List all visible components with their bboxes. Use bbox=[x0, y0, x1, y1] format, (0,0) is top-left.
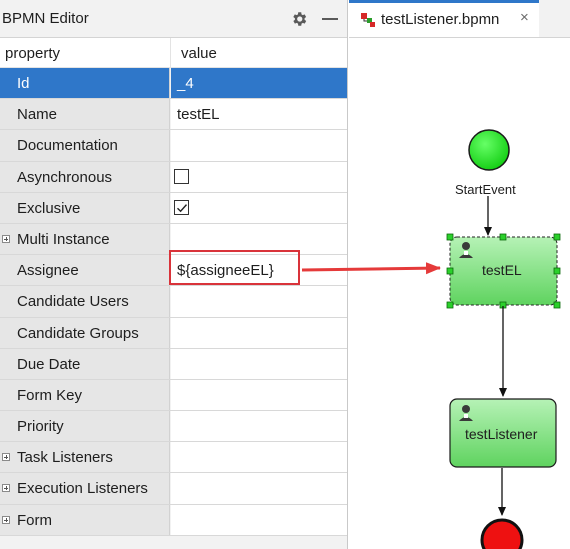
value-cell[interactable]: ${assigneeEL} bbox=[171, 255, 347, 286]
value-cell[interactable] bbox=[171, 286, 347, 317]
property-value: testEL bbox=[177, 106, 220, 124]
name-cell: Form bbox=[0, 504, 170, 535]
property-name: Assignee bbox=[17, 262, 79, 280]
property-name: Exclusive bbox=[17, 199, 81, 217]
name-cell: Form Key bbox=[0, 379, 170, 411]
name-cell: Candidate Groups bbox=[0, 317, 170, 348]
property-name: Documentation bbox=[17, 137, 118, 155]
value-cell[interactable] bbox=[171, 348, 347, 379]
expand-icon[interactable] bbox=[2, 453, 10, 462]
name-cell: Due Date bbox=[0, 348, 170, 379]
expand-icon[interactable] bbox=[2, 515, 10, 524]
value-cell bbox=[171, 192, 347, 223]
column-header-property: property bbox=[5, 45, 61, 62]
name-cell: Id bbox=[0, 68, 170, 99]
value-cell[interactable] bbox=[171, 504, 347, 535]
property-name: Candidate Users bbox=[17, 293, 129, 311]
value-cell[interactable]: testEL bbox=[171, 99, 347, 130]
value-cell[interactable] bbox=[171, 379, 347, 411]
start-event-label: StartEvent bbox=[455, 182, 516, 197]
name-cell: Name bbox=[0, 99, 170, 130]
property-name: Due Date bbox=[17, 355, 81, 373]
property-name: Multi Instance bbox=[17, 230, 110, 248]
task-label-testlistener: testListener bbox=[465, 426, 538, 442]
property-row-candidate-users[interactable]: Candidate Users bbox=[0, 286, 347, 318]
property-value: _4 bbox=[177, 75, 194, 92]
property-row-execution-listeners[interactable]: Execution Listeners bbox=[0, 473, 347, 505]
property-row-due-date[interactable]: Due Date bbox=[0, 348, 347, 380]
value-cell bbox=[171, 161, 347, 192]
name-cell: Asynchronous bbox=[0, 161, 170, 192]
property-row-id[interactable]: Id _4 bbox=[0, 68, 347, 100]
property-row-priority[interactable]: Priority bbox=[0, 411, 347, 443]
value-cell[interactable]: _4 bbox=[171, 68, 347, 99]
property-name: Task Listeners bbox=[17, 449, 113, 467]
name-cell: Candidate Users bbox=[0, 286, 170, 317]
value-cell[interactable] bbox=[171, 223, 347, 255]
close-icon[interactable]: × bbox=[520, 9, 529, 26]
value-cell[interactable] bbox=[171, 442, 347, 473]
tab-testlistener-bpmn[interactable]: testListener.bpmn × bbox=[349, 0, 539, 37]
value-cell[interactable] bbox=[171, 473, 347, 504]
property-name: Id bbox=[17, 75, 30, 92]
tab-label: testListener.bpmn bbox=[381, 11, 500, 28]
asynchronous-checkbox[interactable] bbox=[174, 168, 189, 184]
name-cell: Exclusive bbox=[0, 192, 170, 223]
value-cell[interactable] bbox=[171, 130, 347, 161]
property-row-documentation[interactable]: Documentation bbox=[0, 130, 347, 162]
property-row-exclusive[interactable]: Exclusive bbox=[0, 192, 347, 224]
expand-icon[interactable] bbox=[2, 484, 10, 493]
task-label-testel: testEL bbox=[482, 262, 522, 278]
table-header: property value bbox=[0, 38, 347, 68]
property-row-multi-instance[interactable]: Multi Instance bbox=[0, 223, 347, 256]
bpmn-file-icon bbox=[361, 13, 375, 27]
property-name: Form bbox=[17, 511, 52, 529]
panel-header: BPMN Editor bbox=[0, 0, 347, 38]
column-header-value: value bbox=[181, 45, 217, 62]
property-name: Execution Listeners bbox=[17, 480, 148, 498]
name-cell: Multi Instance bbox=[0, 223, 170, 255]
property-name: Form Key bbox=[17, 386, 83, 404]
value-cell[interactable] bbox=[171, 411, 347, 442]
properties-panel: BPMN Editor property value Id _4 Name te… bbox=[0, 0, 348, 549]
property-value: ${assigneeEL} bbox=[177, 262, 274, 280]
property-row-candidate-groups[interactable]: Candidate Groups bbox=[0, 317, 347, 349]
panel-title: BPMN Editor bbox=[2, 10, 89, 27]
column-separator bbox=[170, 38, 171, 68]
minimize-icon[interactable] bbox=[322, 18, 338, 20]
property-row-form-key[interactable]: Form Key bbox=[0, 379, 347, 412]
assignee-highlight-box bbox=[169, 250, 300, 285]
name-cell: Assignee bbox=[0, 255, 170, 286]
diagram-canvas[interactable] bbox=[349, 38, 570, 549]
property-row-task-listeners[interactable]: Task Listeners bbox=[0, 442, 347, 474]
property-name: Priority bbox=[17, 418, 64, 436]
name-cell: Task Listeners bbox=[0, 442, 170, 473]
gear-icon[interactable] bbox=[290, 10, 308, 28]
exclusive-checkbox[interactable] bbox=[174, 199, 189, 215]
property-row-name[interactable]: Name testEL bbox=[0, 99, 347, 131]
name-cell: Documentation bbox=[0, 130, 170, 161]
value-cell[interactable] bbox=[171, 317, 347, 348]
name-cell: Execution Listeners bbox=[0, 473, 170, 504]
properties-table: property value Id _4 Name testEL Documen… bbox=[0, 38, 347, 536]
property-name: Candidate Groups bbox=[17, 324, 139, 342]
property-name: Name bbox=[17, 106, 58, 124]
property-name: Asynchronous bbox=[17, 168, 113, 186]
property-row-asynchronous[interactable]: Asynchronous bbox=[0, 161, 347, 193]
name-cell: Priority bbox=[0, 411, 170, 442]
editor-tab-bar: testListener.bpmn × bbox=[349, 0, 570, 38]
check-icon bbox=[177, 203, 188, 212]
expand-icon[interactable] bbox=[2, 234, 10, 243]
property-row-assignee[interactable]: Assignee ${assigneeEL} bbox=[0, 255, 347, 287]
property-row-form[interactable]: Form bbox=[0, 504, 347, 536]
